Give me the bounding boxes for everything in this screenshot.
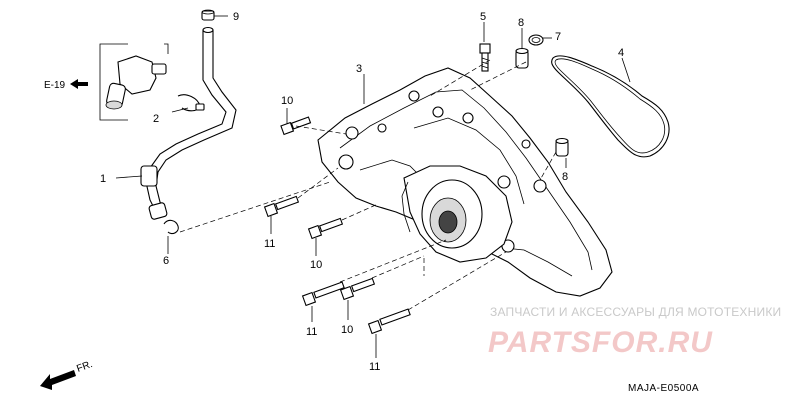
callout-3: 3 (356, 63, 362, 75)
callout-1: 1 (100, 173, 106, 185)
part-dowel-8-right[interactable] (555, 137, 569, 157)
front-label: FR. (75, 359, 94, 375)
part-bolt-10-upper[interactable] (280, 116, 312, 136)
part-cap-9[interactable] (201, 9, 215, 21)
part-bolt-10-lower[interactable] (339, 277, 376, 301)
water-pump-hub (401, 165, 513, 263)
leader-lines (115, 15, 631, 358)
callout-8-upper: 8 (518, 17, 524, 29)
callout-10-mid: 10 (310, 259, 322, 271)
inset-box (99, 43, 169, 121)
callout-9: 9 (233, 11, 239, 23)
part-oring-7[interactable] (528, 34, 544, 46)
callout-10-upper: 10 (281, 95, 293, 107)
part-bolt-11-bottom[interactable] (367, 308, 411, 335)
callout-6: 6 (163, 255, 169, 267)
part-clip-6[interactable] (163, 219, 179, 235)
reference-label: E-19 (44, 80, 66, 91)
part-clamp-2[interactable] (177, 94, 205, 112)
callout-11-mid: 11 (306, 326, 317, 338)
callouts: 1 2 3 4 5 6 7 8 8 9 10 10 10 11 11 11 (100, 11, 624, 373)
watermark-line1: ЗАПЧАСТИ И АКСЕССУАРЫ ДЛЯ МОТОТЕХНИКИ (490, 305, 781, 319)
callout-5: 5 (480, 11, 486, 23)
part-bolt-5[interactable] (479, 43, 491, 72)
part-dowel-8-upper[interactable] (515, 47, 529, 69)
callout-11-upper: 11 (264, 238, 275, 250)
watermark-line2: PARTSFOR.RU (488, 326, 713, 359)
watermark: ЗАПЧАСТИ И АКСЕССУАРЫ ДЛЯ МОТОТЕХНИКИ PA… (488, 305, 781, 359)
callout-11-lower: 11 (369, 361, 380, 373)
part-gasket-4[interactable] (551, 55, 670, 158)
callout-10-lower: 10 (341, 324, 353, 336)
part-bolt-10-mid[interactable] (307, 217, 344, 240)
part-pipe-1[interactable] (140, 26, 237, 220)
diagram-code: MAJA-E0500A (628, 383, 699, 394)
part-bolt-11-upper[interactable] (263, 195, 300, 218)
part-bolt-11-lower[interactable] (301, 281, 345, 307)
left-arrow-icon (70, 79, 88, 89)
reference-link[interactable]: E-19 (44, 79, 88, 91)
callout-7: 7 (555, 31, 561, 43)
front-direction-indicator: FR. (40, 359, 94, 390)
callout-2: 2 (153, 113, 159, 125)
callout-8-right: 8 (562, 171, 568, 183)
callout-4: 4 (618, 47, 624, 59)
alignment-lines (179, 59, 557, 311)
front-arrow-icon (40, 370, 76, 390)
